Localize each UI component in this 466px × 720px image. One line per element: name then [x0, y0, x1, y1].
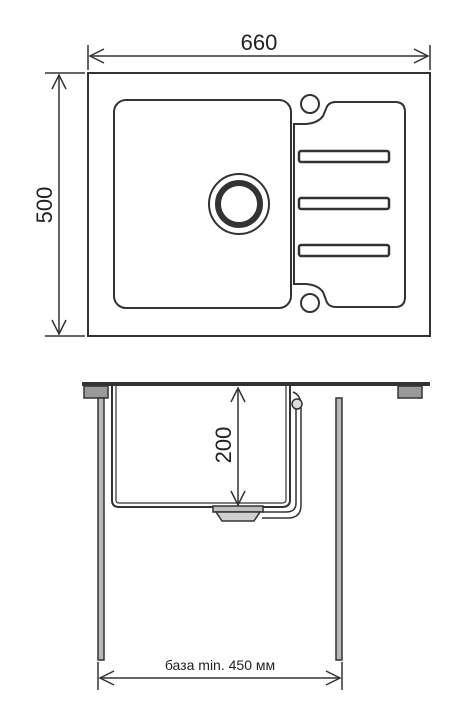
- sink-outline: [87, 72, 431, 337]
- base-dimension: [97, 662, 343, 690]
- overflow-pipe: [262, 391, 302, 519]
- overflow-pipe-inner: [262, 403, 297, 513]
- width-dimension: [87, 45, 431, 70]
- cabinet-right-wall: [335, 397, 343, 661]
- bowl-depth-label: 200: [211, 427, 236, 464]
- drainer-groove: [297, 196, 391, 211]
- side-view: 200 база min. 450 мм: [82, 382, 430, 690]
- bowl-section-inner: [115, 386, 287, 504]
- left-mounting-clip: [83, 385, 109, 399]
- base-width-label: база min. 450 мм: [165, 657, 275, 673]
- overflow-hole: [300, 293, 320, 313]
- right-mounting-clip: [397, 385, 423, 399]
- overflow-outlet: [291, 398, 303, 410]
- bowl-depth-dimension: [230, 386, 246, 507]
- depth-dimension: [45, 72, 85, 337]
- width-label: 660: [241, 30, 278, 55]
- bowl-outline: [113, 99, 292, 309]
- bowl-section: [111, 386, 291, 508]
- cabinet-left-wall: [97, 397, 105, 661]
- drain-inner-ring: [215, 180, 263, 228]
- countertop: [82, 382, 430, 386]
- drain-outer-ring: [208, 173, 270, 235]
- drain-trap: [214, 511, 262, 522]
- drainer-groove: [297, 243, 391, 258]
- top-view: 660 500: [32, 30, 431, 337]
- tap-hole: [300, 94, 320, 114]
- drainer-groove: [297, 149, 391, 164]
- depth-label: 500: [32, 187, 57, 224]
- drainer-board-outline: [293, 101, 406, 308]
- drain-fitting: [212, 505, 264, 513]
